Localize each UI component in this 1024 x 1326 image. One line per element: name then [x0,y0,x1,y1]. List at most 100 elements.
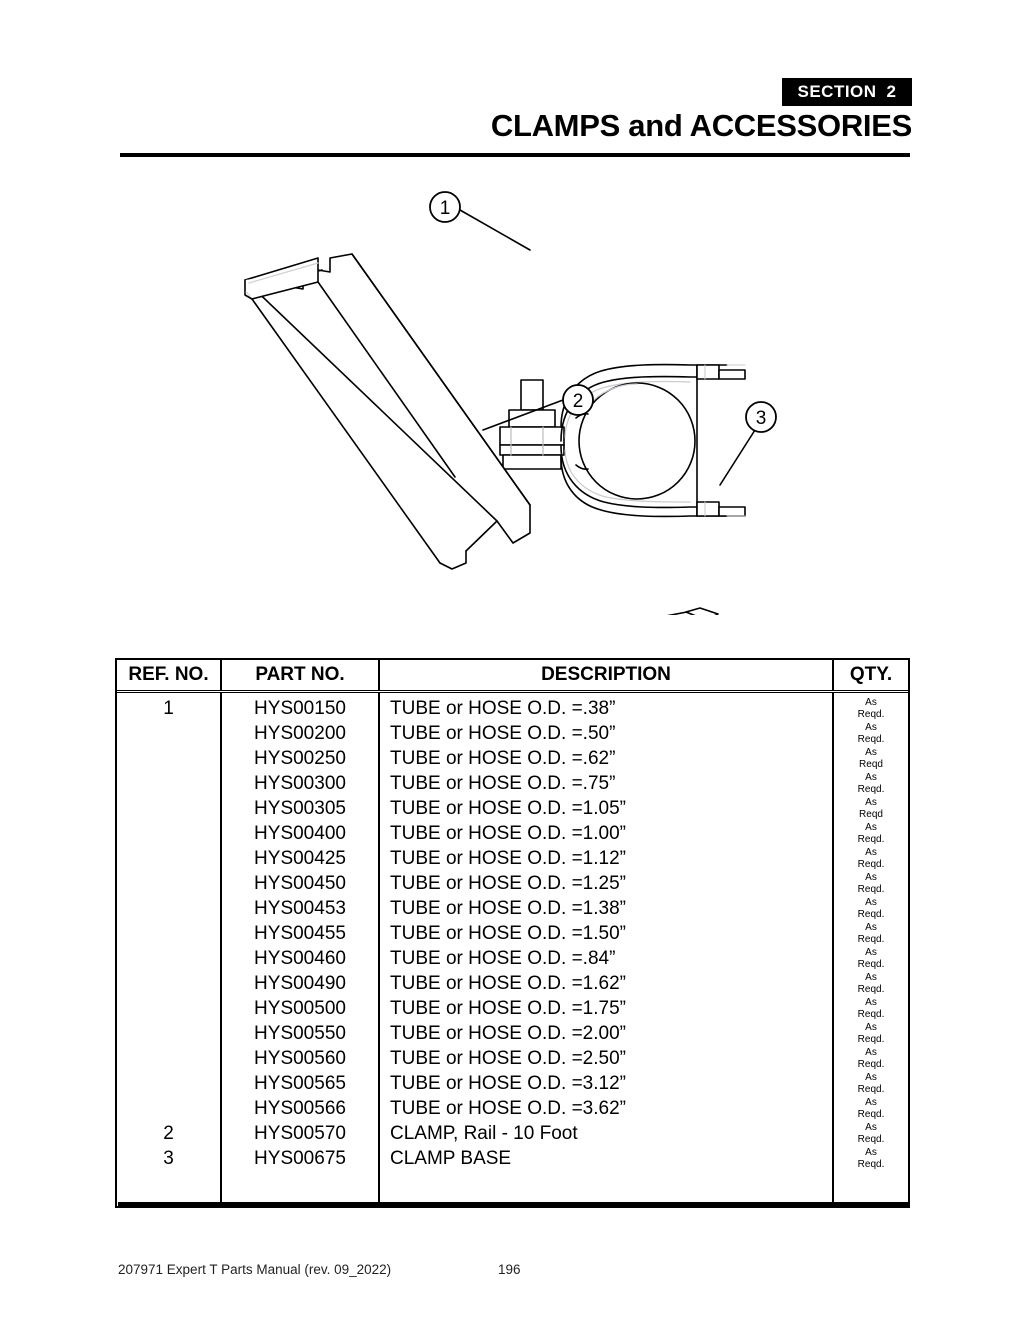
column-header-qty: QTY. [849,664,893,685]
bottom-divider-rule [118,1202,910,1207]
table-cell-description: CLAMP, Rail - 10 Foot [390,1123,578,1144]
qty-line-1: As [865,897,877,908]
qty-line-1: As [865,747,877,758]
qty-line-2: Reqd [859,758,883,770]
qty-line-1: As [865,1122,877,1133]
qty-line-2: Reqd. [857,1158,885,1170]
callout-2-label: 2 [573,391,584,412]
table-cell-description: CLAMP BASE [390,1148,512,1169]
table-header-row: REF. NO. PART NO. DESCRIPTION QTY. [117,660,908,693]
table-cell-part: HYS00200 [254,723,346,744]
qty-line-1: As [865,922,877,933]
table-cell-ref [117,896,220,921]
table-cell-description: TUBE or HOSE O.D. =1.75” [390,998,626,1019]
table-cell-description: TUBE or HOSE O.D. =1.00” [390,823,626,844]
table-cell-description: TUBE or HOSE O.D. =1.50” [390,923,626,944]
qty-line-2: Reqd. [857,1058,885,1070]
table-cell-ref: 1 [163,698,174,719]
column-header-part-no: PART NO. [222,660,380,690]
table-cell-description: TUBE or HOSE O.D. =1.05” [390,798,626,819]
table-cell-part: HYS00570 [254,1123,346,1144]
table-cell-ref [117,921,220,946]
qty-line-1: As [865,772,877,783]
table-cell-description: TUBE or HOSE O.D. =.50” [390,723,616,744]
section-badge-word: SECTION [797,82,877,101]
callout-3-label: 3 [756,408,767,429]
table-cell-ref [117,746,220,771]
qty-line-1: As [865,797,877,808]
table-cell-ref [117,1071,220,1096]
table-cell-ref [117,996,220,1021]
footer-page-number: 196 [498,1262,521,1277]
qty-line-1: As [865,947,877,958]
qty-line-1: As [865,1072,877,1083]
qty-line-2: Reqd [859,808,883,820]
column-header-description: DESCRIPTION [380,660,834,690]
table-cell-description: TUBE or HOSE O.D. =2.50” [390,1048,626,1069]
tube-hose-clamp-drawing [499,363,746,518]
qty-line-1: As [865,972,877,983]
table-cell-ref [117,771,220,796]
table-cell-part: HYS00460 [254,948,346,969]
table-cell-part: HYS00300 [254,773,346,794]
table-cell-ref [117,1096,220,1121]
qty-line-1: As [865,1147,877,1158]
qty-line-2: Reqd. [857,858,885,870]
callout-1-label: 1 [440,198,451,219]
callout-1: 1 [429,191,461,223]
table-cell-ref: 2 [163,1123,174,1144]
column-description: TUBE or HOSE O.D. =.38” TUBE or HOSE O.D.… [380,693,834,1206]
qty-line-1: As [865,1022,877,1033]
table-cell-part: HYS00450 [254,873,346,894]
qty-line-2: Reqd. [857,908,885,920]
table-cell-part: HYS00425 [254,848,346,869]
qty-line-2: Reqd. [857,958,885,970]
qty-line-1: As [865,822,877,833]
qty-line-1: As [865,722,877,733]
callout-3: 3 [745,401,777,433]
qty-line-2: Reqd. [857,1133,885,1145]
qty-line-1: As [865,1047,877,1058]
callout-2: 2 [562,384,594,416]
table-cell-description: TUBE or HOSE O.D. =.62” [390,748,616,769]
table-cell-part: HYS00400 [254,823,346,844]
qty-line-2: Reqd. [857,883,885,895]
qty-line-1: As [865,872,877,883]
clamp-base-drawing [666,607,719,615]
table-cell-ref [117,846,220,871]
clamp-rail-drawing [244,253,531,570]
qty-line-2: Reqd. [857,1108,885,1120]
table-cell-description: TUBE or HOSE O.D. =1.62” [390,973,626,994]
qty-line-2: Reqd. [857,708,885,720]
table-cell-ref [117,1046,220,1071]
table-cell-part: HYS00500 [254,998,346,1019]
table-cell-description: TUBE or HOSE O.D. =2.00” [390,1023,626,1044]
table-cell-description: TUBE or HOSE O.D. =.75” [390,773,616,794]
page-title: CLAMPS and ACCESSORIES [490,108,912,143]
table-cell-description: TUBE or HOSE O.D. =1.38” [390,898,626,919]
table-cell-part: HYS00675 [254,1148,346,1169]
table-cell-part: HYS00490 [254,973,346,994]
table-cell-part: HYS00453 [254,898,346,919]
table-cell-description: TUBE or HOSE O.D. =.38” [390,698,616,719]
section-badge: SECTION 2 [782,78,912,106]
qty-line-1: As [865,697,877,708]
qty-line-1: As [865,1097,877,1108]
table-cell-description: TUBE or HOSE O.D. =3.62” [390,1098,626,1119]
table-cell-part: HYS00150 [254,698,346,719]
